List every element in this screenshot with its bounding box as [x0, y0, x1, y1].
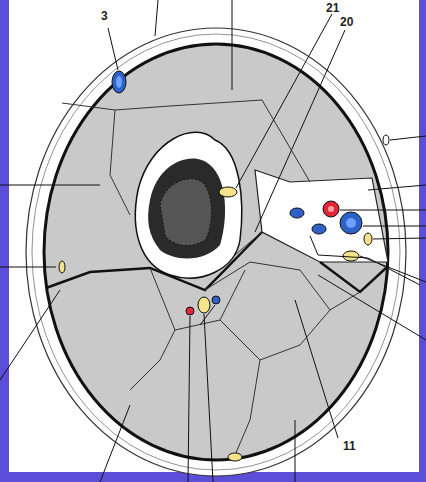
callout-number: 20: [339, 16, 354, 28]
callout-number: 3: [100, 10, 109, 22]
callout-number: 21: [325, 2, 340, 14]
callout-number: 11: [342, 440, 357, 452]
